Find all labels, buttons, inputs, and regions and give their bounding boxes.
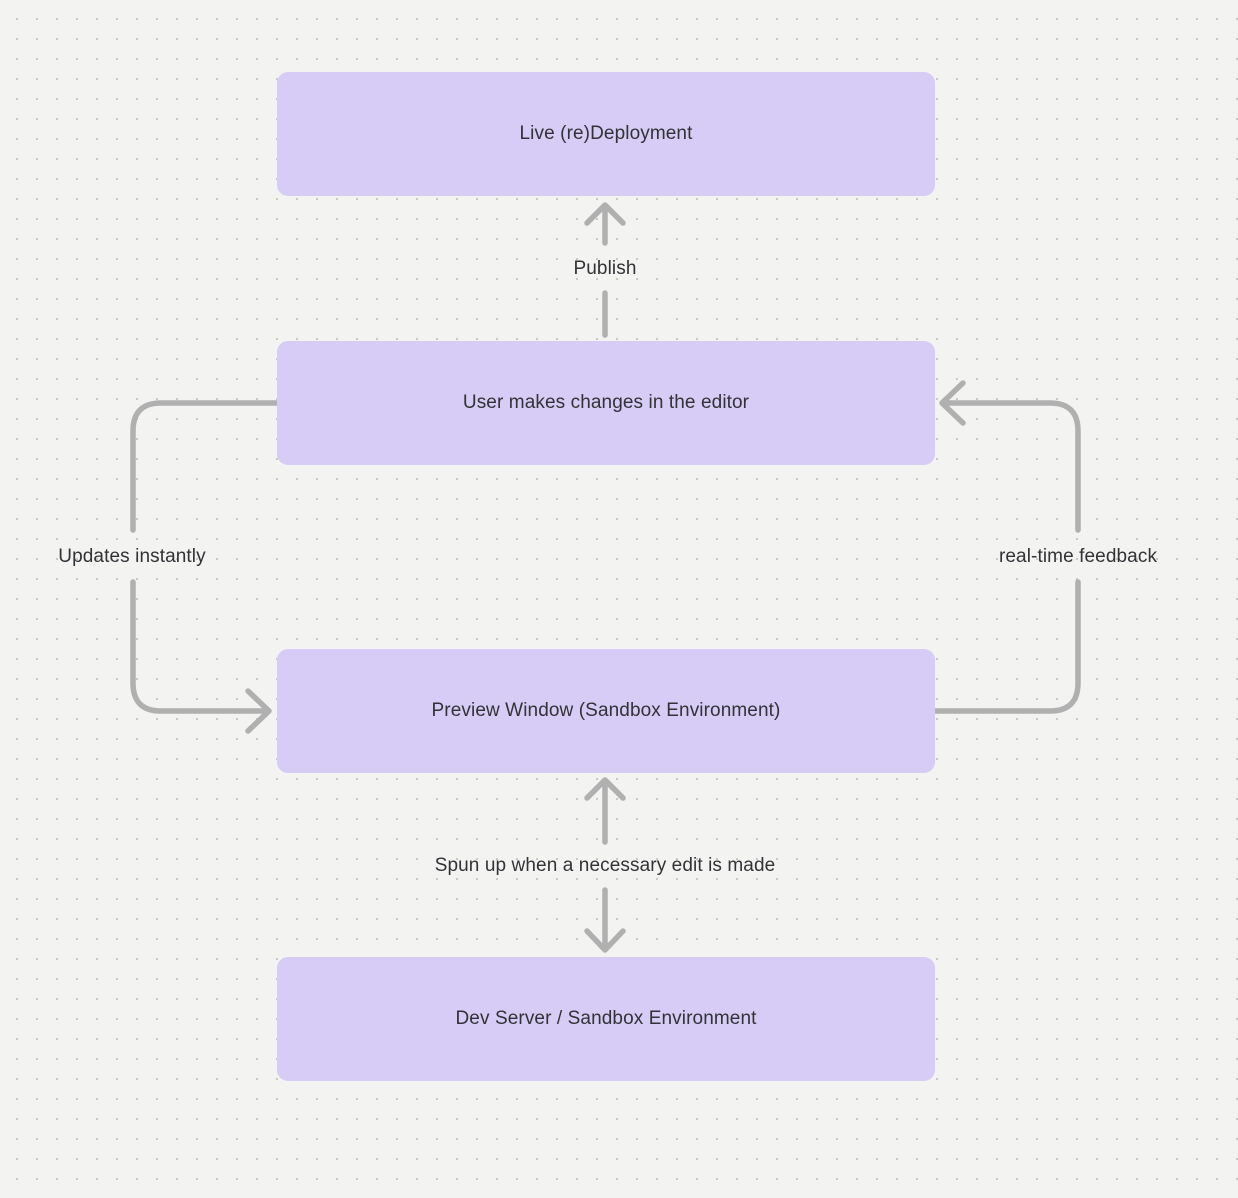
node-live-redeployment: Live (re)Deployment (277, 72, 935, 196)
edge-label-spun-up: Spun up when a necessary edit is made (434, 855, 776, 876)
edge-spun-up-arrow-down (584, 887, 626, 953)
node-dev-server: Dev Server / Sandbox Environment (277, 957, 935, 1081)
edge-publish-arrow (584, 202, 626, 338)
edge-spun-up-arrow-up (584, 777, 626, 845)
edge-label-updates-instantly: Updates instantly (58, 546, 206, 567)
node-user-edits: User makes changes in the editor (277, 341, 935, 465)
edge-realtime-feedback-arrow (932, 380, 1081, 714)
edge-label-publish: Publish (573, 258, 637, 279)
edge-updates-instantly-arrow (130, 400, 280, 734)
node-preview-window: Preview Window (Sandbox Environment) (277, 649, 935, 773)
edge-label-realtime-feedback: real-time feedback (998, 546, 1158, 567)
